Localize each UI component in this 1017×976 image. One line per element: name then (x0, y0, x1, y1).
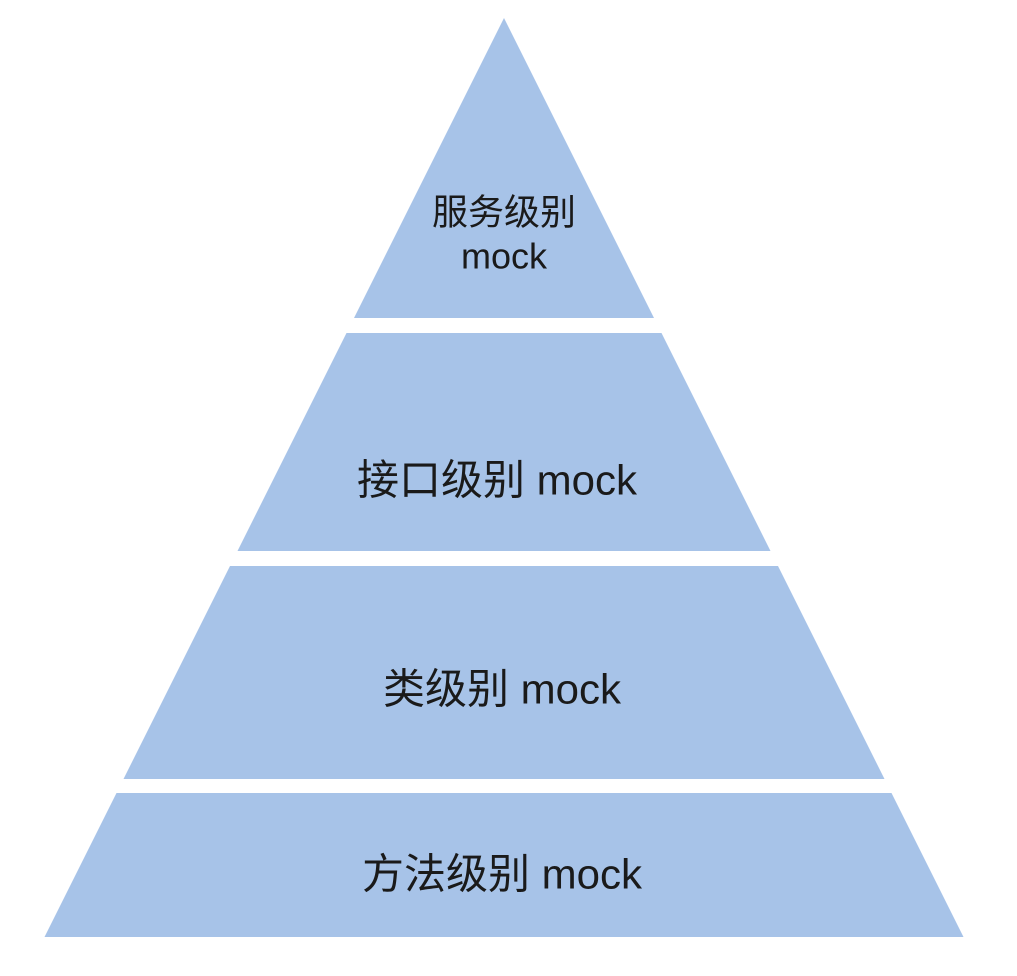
class-level-label: 类级别 mock (383, 666, 622, 713)
interface-level-label: 接口级别 mock (357, 457, 638, 504)
service-level-label-line1: 服务级别 (432, 192, 576, 233)
pyramid-level-method-shape (44, 793, 964, 937)
pyramid-level-interface-shape (237, 333, 771, 551)
pyramid-level-service-shape (354, 18, 654, 318)
pyramid-level-class-shape (123, 566, 885, 779)
method-level-label: 方法级别 mock (362, 851, 643, 898)
service-level-label-line2: mock (461, 236, 548, 277)
